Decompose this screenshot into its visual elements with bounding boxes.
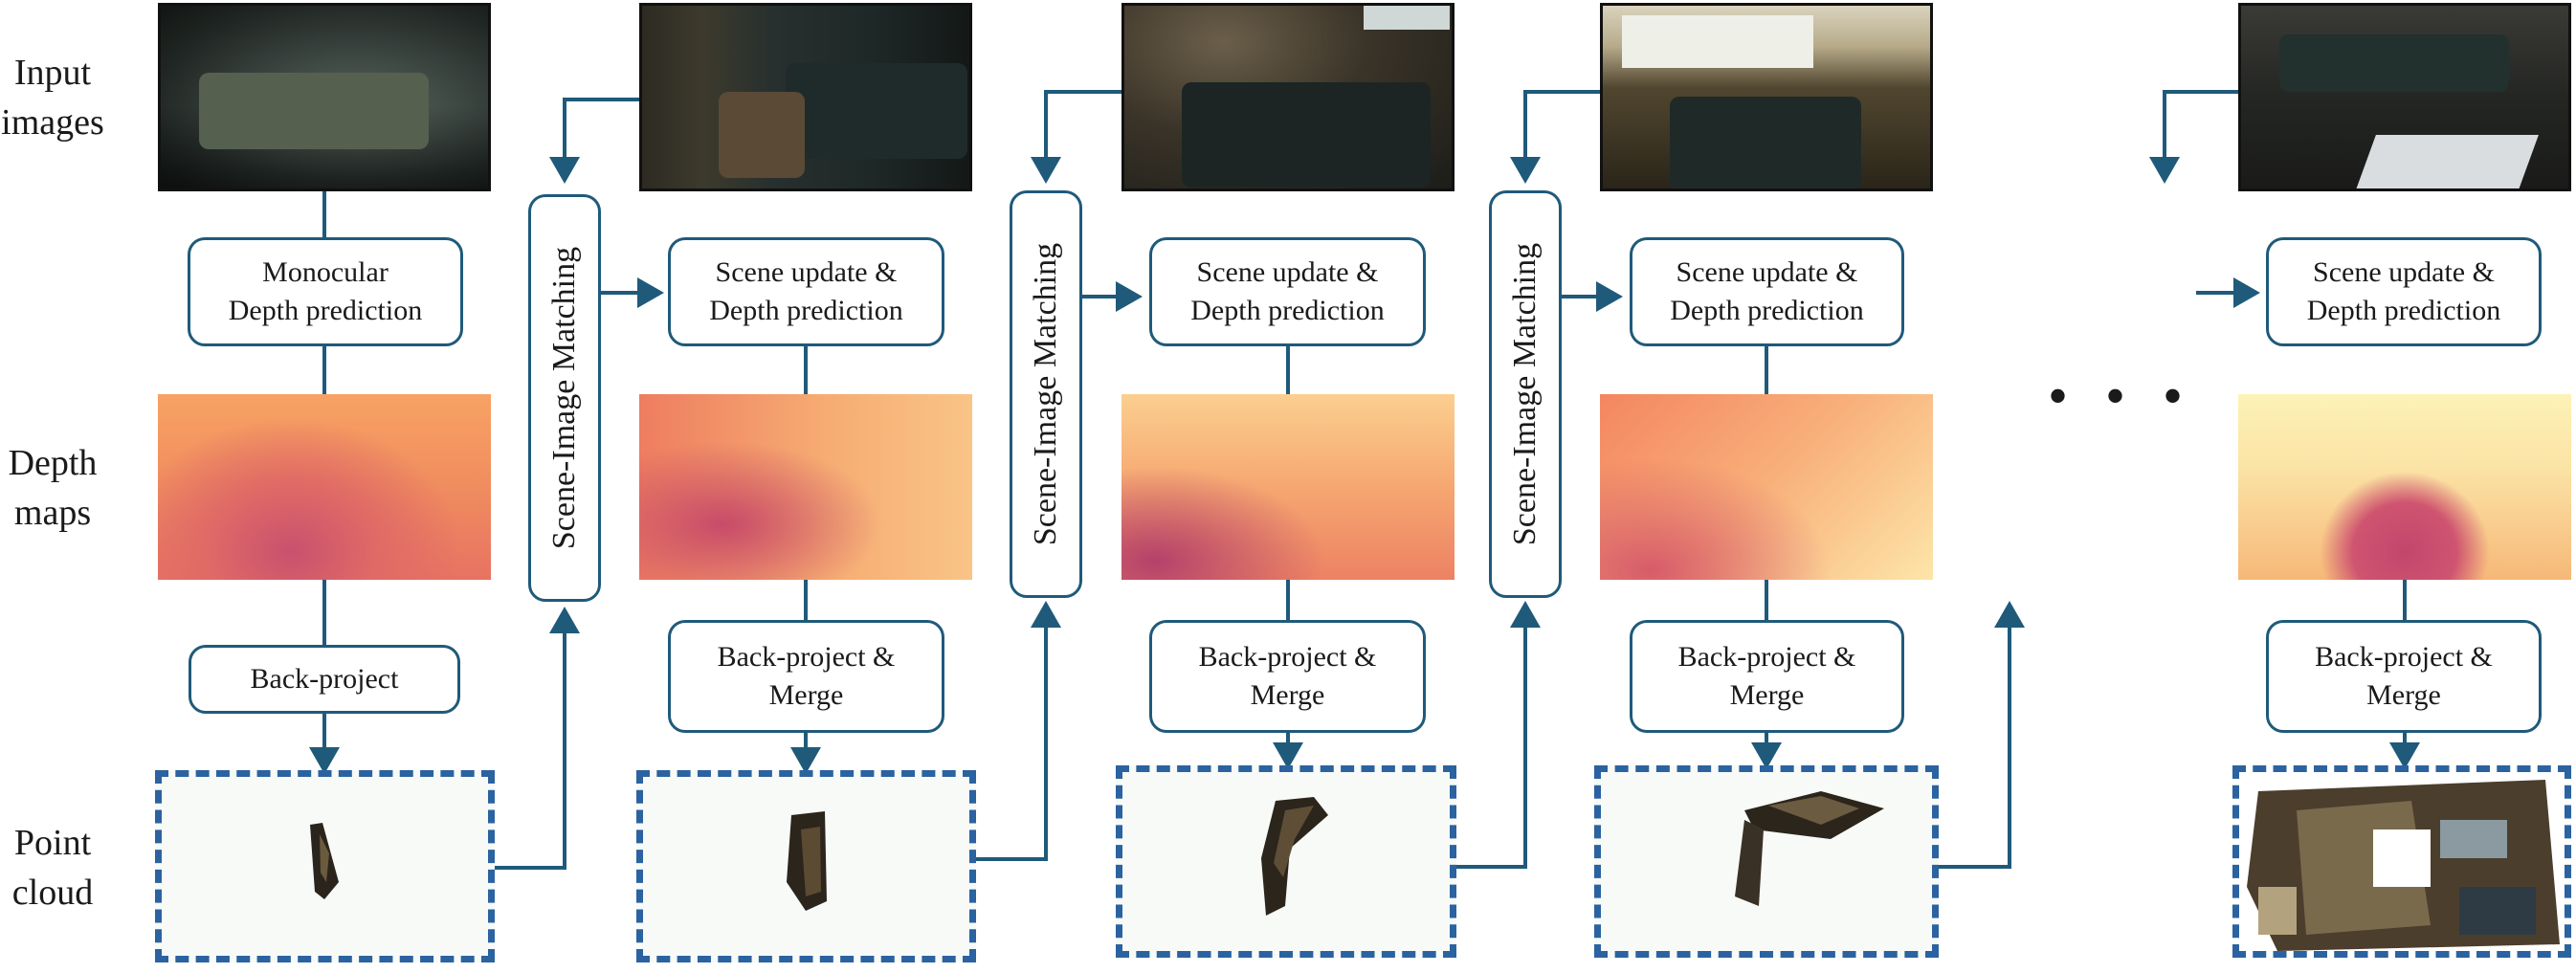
sofa-shape (2279, 34, 2509, 92)
scene-image-matching-label: Scene-Image Matching (546, 246, 582, 550)
back-project-merge-box-4: Back-project & Merge (1630, 620, 1904, 733)
point-cloud-2 (787, 811, 827, 911)
input-image-1 (158, 3, 491, 191)
depth-map-5 (2238, 394, 2571, 580)
sofa-shape (786, 63, 967, 159)
depth-map-2 (639, 394, 972, 580)
monocular-depth-prediction-box: Monocular Depth prediction (188, 237, 463, 346)
input-image-3 (1121, 3, 1455, 191)
input-image-4 (1600, 3, 1933, 191)
back-project-merge-box-2: Back-project & Merge (668, 620, 944, 733)
scene-update-depth-prediction-box-3: Scene update & Depth prediction (1149, 237, 1426, 346)
scene-update-depth-prediction-box-5: Scene update & Depth prediction (2266, 237, 2542, 346)
sofa-shape (1182, 82, 1431, 188)
point-cloud-panel-2 (636, 770, 976, 962)
scene-image-matching-label: Scene-Image Matching (1028, 242, 1063, 546)
point-cloud-panel-1 (155, 770, 495, 962)
point-cloud-5 (2247, 780, 2560, 951)
point-cloud-panel-3 (1116, 765, 1456, 958)
point-cloud-3 (1261, 797, 1328, 916)
window-shape (1364, 6, 1450, 30)
input-image-2 (639, 3, 972, 191)
row-label-input-images: Input images (1, 53, 104, 143)
row-label-point-cloud: Point cloud (11, 823, 94, 913)
sofa-shape (1670, 97, 1861, 188)
depth-map-4 (1600, 394, 1933, 580)
scene-image-matching-box-1: Scene-Image Matching (528, 194, 601, 602)
point-cloud-1 (310, 823, 339, 899)
back-project-box: Back-project (189, 645, 460, 714)
ellipsis: • • • (2048, 365, 2195, 428)
input-image-5 (2238, 3, 2571, 191)
point-cloud-4 (1735, 791, 1884, 906)
scene-update-depth-prediction-box-2: Scene update & Depth prediction (668, 237, 944, 346)
row-label-depth-maps: Depth maps (8, 443, 98, 533)
scene-update-depth-prediction-box-4: Scene update & Depth prediction (1630, 237, 1904, 346)
point-cloud-panel-4 (1594, 765, 1939, 958)
scene-image-matching-box-2: Scene-Image Matching (1010, 190, 1082, 598)
point-cloud-panel-5 (2232, 765, 2571, 958)
depth-map-3 (1121, 394, 1455, 580)
sofa-shape (199, 73, 429, 149)
back-project-merge-box-3: Back-project & Merge (1149, 620, 1426, 733)
depth-map-1 (158, 394, 491, 580)
scene-image-matching-label: Scene-Image Matching (1507, 242, 1543, 546)
window-shape (1622, 15, 1813, 68)
chair-shape (719, 92, 805, 178)
back-project-merge-box-5: Back-project & Merge (2266, 620, 2542, 733)
scene-image-matching-box-3: Scene-Image Matching (1489, 190, 1562, 598)
